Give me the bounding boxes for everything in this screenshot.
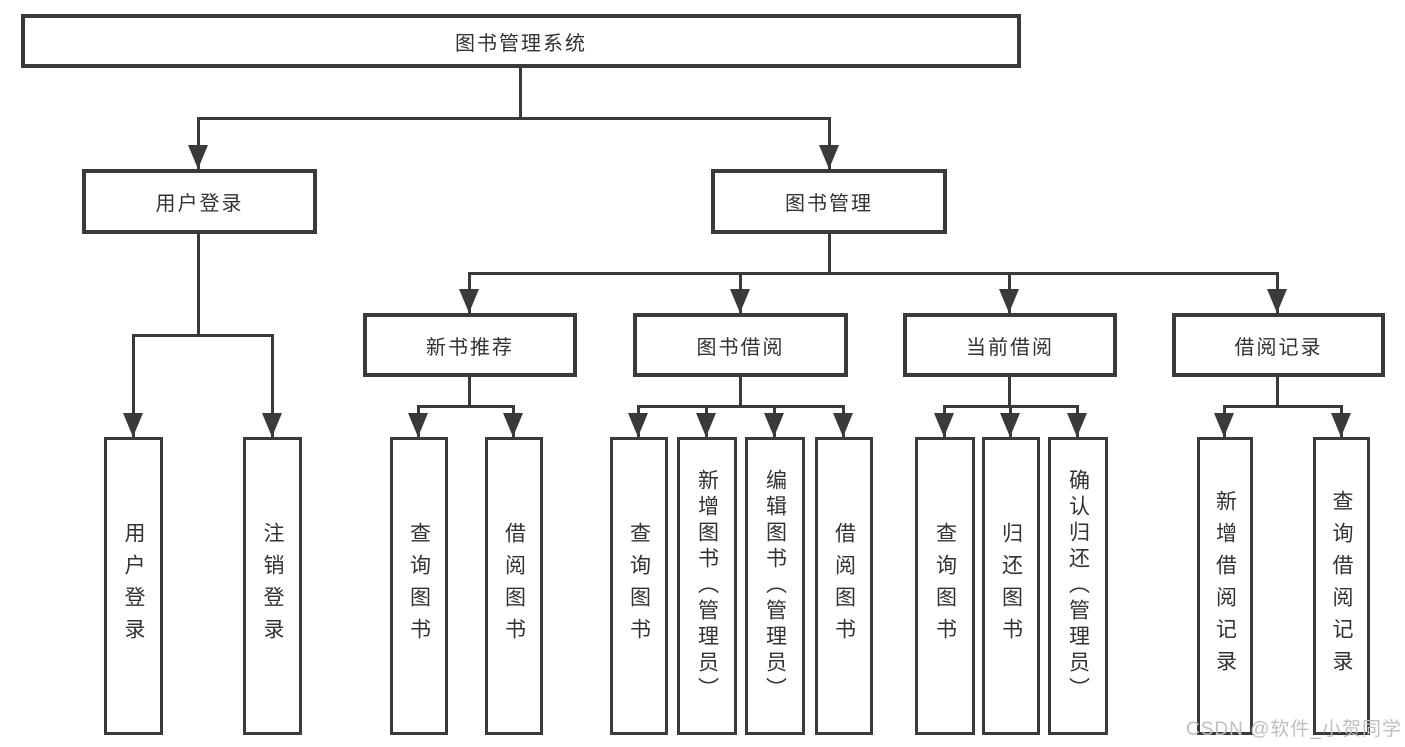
leaf-add-book-admin: 新增图书（管理员） [677,437,737,735]
node-label: 图书管理 [785,193,873,215]
leaf-add-borrow-record: 新增借阅记录 [1197,437,1253,735]
node-borrow-records: 借阅记录 [1172,313,1385,377]
connector-line [1008,374,1011,408]
arrow-down-icon [1331,413,1351,437]
arrow-down-icon [262,413,282,437]
connector-line [828,233,831,275]
arrow-down-icon [764,413,784,437]
arrow-down-icon [628,413,648,437]
arrow-down-icon [1214,413,1234,437]
leaf-borrow-books: 借阅图书 [815,437,873,735]
connector-line [197,233,200,337]
node-current-borrow: 当前借阅 [903,313,1117,377]
node-label: 新书推荐 [426,336,514,359]
watermark: CSDN @软件_小贺同学 [1186,719,1402,740]
leaf-query-borrow-record: 查询借阅记录 [1313,437,1370,735]
leaf-query-books-recommend: 查询图书 [390,437,448,735]
node-book-borrow: 图书借阅 [633,313,848,377]
connector-line [519,68,522,120]
node-label: 借阅记录 [1234,336,1323,359]
node-label: 当前借阅 [966,336,1054,359]
arrow-down-icon [123,413,143,437]
arrow-down-icon [934,413,954,437]
arrow-down-icon [833,413,853,437]
connector-line [417,405,515,408]
arrow-down-icon [1067,413,1087,437]
arrow-down-icon [188,145,208,169]
leaf-edit-book-admin: 编辑图书（管理员） [745,437,805,735]
connector-line [739,374,742,408]
node-label: 用户登录 [155,193,244,215]
arrow-down-icon [1000,413,1020,437]
connector-line [828,117,831,169]
connector-line [468,272,1279,275]
connector-line [197,117,200,169]
connector-line [637,405,845,408]
connector-line [197,117,831,120]
node-new-book-recommend: 新书推荐 [363,313,577,377]
connector-line [132,334,274,337]
node-label: 图书管理系统 [455,32,587,55]
node-book-management: 图书管理 [711,169,947,234]
arrow-down-icon [1267,289,1287,313]
connector-line [468,374,471,408]
leaf-confirm-return-admin: 确认归还（管理员） [1048,437,1108,735]
arrow-down-icon [730,289,750,313]
leaf-logout: 注销登录 [243,437,302,735]
leaf-return-book: 归还图书 [982,437,1040,735]
connector-line [1223,405,1343,408]
arrow-down-icon [999,289,1019,313]
connector-line [1276,374,1279,408]
arrow-down-icon [819,145,839,169]
node-label: 图书借阅 [696,336,785,359]
node-book-management-system: 图书管理系统 [21,14,1021,68]
leaf-query-books-current: 查询图书 [915,437,975,735]
arrow-down-icon [503,413,523,437]
leaf-user-login: 用户登录 [104,437,163,735]
arrow-down-icon [408,413,428,437]
arrow-down-icon [696,413,716,437]
leaf-query-books-borrow: 查询图书 [610,437,668,735]
connector-line [132,334,135,437]
leaf-borrow-books-recommend: 借阅图书 [485,437,543,735]
arrow-down-icon [459,289,479,313]
node-user-login: 用户登录 [82,169,317,234]
connector-line [271,334,274,437]
